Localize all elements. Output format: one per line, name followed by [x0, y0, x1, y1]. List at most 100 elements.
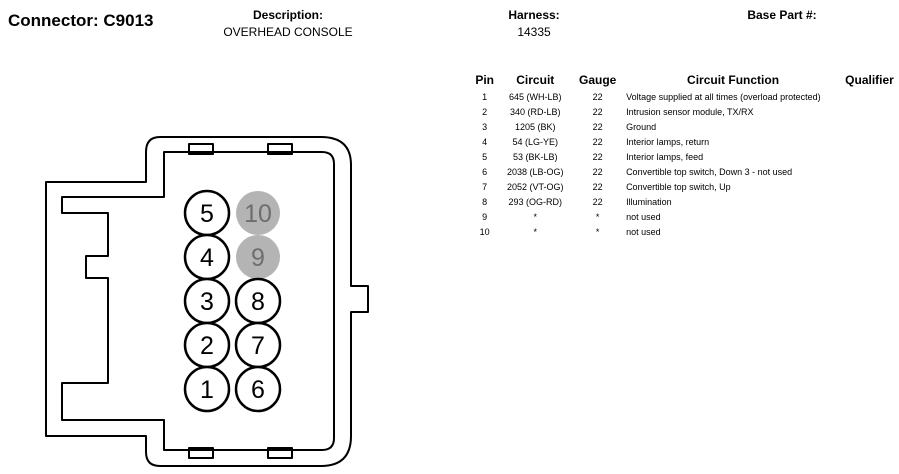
cell-qualifier	[840, 194, 899, 209]
cell-circuit: *	[533, 226, 538, 237]
pin-circle	[236, 235, 280, 279]
cell-gauge: *	[595, 226, 600, 237]
cell-gauge: 22	[592, 106, 603, 117]
cell-circuit: 645 (WH-LB)	[509, 91, 562, 102]
pin-cavity-3: 3	[183, 277, 231, 325]
pin-cavity-9: 9	[236, 235, 280, 279]
pin-number-label: 6	[251, 376, 265, 404]
cell-gauge: 22	[592, 181, 603, 192]
cell-pin: 6	[482, 166, 488, 177]
pinout-table: Pin Circuit Gauge Circuit Function Quali…	[472, 72, 899, 239]
cell-gauge: 22	[592, 151, 603, 162]
connector-title: Connector: C9013	[8, 11, 154, 30]
cell-pin: 9	[482, 211, 488, 222]
pin-number-label: 9	[251, 244, 265, 272]
cell-function: Convertible top switch, Up	[626, 181, 731, 192]
cell-circuit: 293 (OG-RD)	[508, 196, 563, 207]
pin-number-label: 2	[200, 332, 214, 360]
table-row: 7 2052 (VT-OG) 22 Convertible top switch, U…	[472, 179, 899, 194]
harness-label: Harness:	[508, 8, 560, 22]
cell-pin: 8	[482, 196, 488, 207]
pin-cavity-5: 5	[183, 189, 231, 237]
connector-face-diagram: 5 10 4 9 3 8 2 7 1 6	[45, 136, 369, 467]
pin-cavity-4: 4	[183, 233, 231, 281]
cell-gauge: 22	[592, 121, 603, 132]
table-row: 5 53 (BK-LB) 22 Interior lamps, feed	[472, 149, 899, 164]
pin-cavity-6: 6	[234, 365, 282, 413]
header-gauge: Gauge	[578, 73, 617, 87]
cell-pin: 1	[482, 91, 488, 102]
header-circuit: Circuit	[516, 73, 555, 87]
cell-pin: 7	[482, 181, 488, 192]
pin-number-label: 7	[251, 332, 265, 360]
pin-number-label: 3	[200, 288, 214, 316]
pin-circle	[236, 191, 280, 235]
table-row: 3 1205 (BK) 22 Ground	[472, 119, 899, 134]
cell-function: Ground	[626, 121, 657, 132]
cell-qualifier	[840, 119, 899, 134]
table-row: 2 340 (RD-LB) 22 Intrusion sensor module, T…	[472, 104, 899, 119]
cell-qualifier	[840, 224, 899, 239]
cell-circuit: 54 (LG-YE)	[512, 136, 559, 147]
cell-pin: 4	[482, 136, 488, 147]
pin-number-label: 4	[200, 244, 214, 272]
pin-cavity-1: 1	[183, 365, 231, 413]
cell-function: Interior lamps, feed	[626, 151, 704, 162]
cell-function: Convertible top switch, Down 3 - not use…	[626, 166, 793, 177]
pin-number-label: 5	[200, 200, 214, 228]
table-row: 1 645 (WH-LB) 22 Voltage supplied at all ti…	[472, 89, 899, 104]
cell-circuit: 2038 (LB-OG)	[507, 166, 564, 177]
cell-gauge: *	[595, 211, 600, 222]
cell-function: Interior lamps, return	[626, 136, 710, 147]
cell-qualifier	[840, 209, 899, 224]
cell-qualifier	[840, 104, 899, 119]
table-row: 8 293 (OG-RD) 22 Illumination	[472, 194, 899, 209]
pin-cavity-10: 10	[236, 191, 280, 235]
table-row: 10 * * not used	[472, 224, 899, 239]
table-row: 4 54 (LG-YE) 22 Interior lamps, return	[472, 134, 899, 149]
cell-qualifier	[840, 89, 899, 104]
header-qualifier: Qualifier	[845, 73, 894, 87]
cell-circuit: *	[533, 211, 538, 222]
pin-number-label: 8	[251, 288, 265, 316]
cell-circuit: 2052 (VT-OG)	[507, 181, 564, 192]
cell-function: not used	[626, 226, 661, 237]
header-circuit-function: Circuit Function	[687, 73, 780, 87]
table-header-row: Pin Circuit Gauge Circuit Function Quali…	[472, 72, 899, 89]
cell-qualifier	[840, 134, 899, 149]
cell-function: Voltage supplied at all times (overload …	[626, 91, 821, 102]
cell-gauge: 22	[592, 166, 603, 177]
pin-cavity-8: 8	[234, 277, 282, 325]
cell-function: Illumination	[626, 196, 672, 207]
pin-cavity-2: 2	[183, 321, 231, 369]
cell-qualifier	[840, 164, 899, 179]
cell-pin: 2	[482, 106, 488, 117]
pin-circle	[183, 365, 231, 413]
pin-circle	[234, 365, 282, 413]
cell-pin: 3	[482, 121, 488, 132]
cell-function: not used	[626, 211, 661, 222]
cell-function: Intrusion sensor module, TX/RX	[626, 106, 754, 117]
harness-value: 14335	[517, 25, 551, 39]
description-value: OVERHEAD CONSOLE	[223, 25, 353, 39]
cell-qualifier	[840, 179, 899, 194]
cell-circuit: 1205 (BK)	[515, 121, 556, 132]
cell-pin: 10	[479, 226, 490, 237]
base-part-label: Base Part #:	[747, 8, 817, 22]
cell-gauge: 22	[592, 196, 603, 207]
header-pin: Pin	[475, 73, 494, 87]
description-label: Description:	[252, 8, 323, 22]
table-row: 6 2038 (LB-OG) 22 Convertible top switch, D…	[472, 164, 899, 179]
pin-number-label: 10	[244, 200, 272, 228]
cell-gauge: 22	[592, 136, 603, 147]
cell-pin: 5	[482, 151, 488, 162]
pinout-table-body: 1 645 (WH-LB) 22 Voltage supplied at all ti…	[472, 89, 899, 239]
table-row: 9 * * not used	[472, 209, 899, 224]
pin-cavity-7: 7	[234, 321, 282, 369]
cell-gauge: 22	[592, 91, 603, 102]
pin-grid: 5 10 4 9 3 8 2 7 1 6	[183, 189, 282, 413]
pin-number-label: 1	[200, 376, 214, 404]
cell-circuit: 53 (BK-LB)	[513, 151, 558, 162]
cell-qualifier	[840, 149, 899, 164]
cell-circuit: 340 (RD-LB)	[510, 106, 561, 117]
